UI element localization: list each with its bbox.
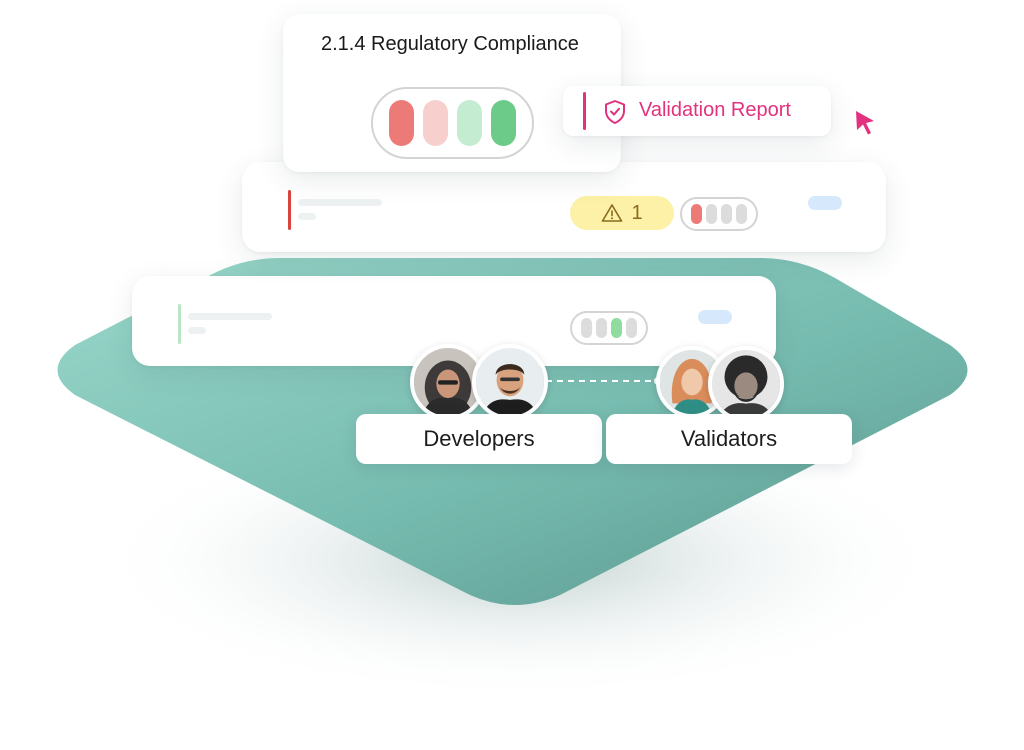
row-subtitle-placeholder	[188, 327, 206, 334]
status-segment	[721, 204, 732, 224]
status-segment	[423, 100, 448, 146]
developers-label[interactable]: Developers	[356, 414, 602, 464]
warning-triangle-icon	[602, 204, 623, 222]
row-tag[interactable]	[808, 196, 842, 210]
shield-check-icon	[605, 100, 625, 124]
status-segment	[736, 204, 747, 224]
validators-label-text: Validators	[680, 426, 778, 451]
validation-report-button[interactable]: Validation Report	[563, 86, 831, 136]
compliance-status-indicator	[371, 87, 534, 159]
row-status-indicator	[680, 197, 758, 231]
validator-avatar-2	[708, 346, 784, 422]
developer-avatar-2	[472, 344, 548, 420]
team-connector-line	[546, 377, 662, 385]
row-title-placeholder	[298, 199, 382, 206]
row-subtitle-placeholder	[298, 213, 316, 220]
row-status-indicator	[570, 311, 648, 345]
status-segment	[626, 318, 637, 338]
status-segment	[389, 100, 414, 146]
status-segment	[691, 204, 702, 224]
validators-label[interactable]: Validators	[606, 414, 852, 464]
button-accent-line	[583, 92, 586, 130]
compliance-title: 2.1.4 Regulatory Compliance	[321, 33, 579, 55]
warning-count: 1	[631, 201, 643, 224]
warning-badge[interactable]: 1	[570, 196, 674, 230]
row-tag[interactable]	[698, 310, 732, 324]
row-accent-line	[288, 190, 291, 230]
status-segment	[491, 100, 516, 146]
pointer-cursor-icon	[856, 111, 874, 135]
status-segment	[611, 318, 622, 338]
developers-label-text: Developers	[423, 426, 535, 451]
compliance-card[interactable]: 2.1.4 Regulatory Compliance	[283, 14, 621, 172]
status-segment	[706, 204, 717, 224]
status-segment	[457, 100, 482, 146]
row-accent-line	[178, 304, 181, 344]
validation-report-label: Validation Report	[639, 99, 791, 121]
status-segment	[581, 318, 592, 338]
status-segment	[596, 318, 607, 338]
row-title-placeholder	[188, 313, 272, 320]
developer-avatar-1	[410, 344, 486, 420]
row-card-1[interactable]: 1	[242, 162, 886, 252]
